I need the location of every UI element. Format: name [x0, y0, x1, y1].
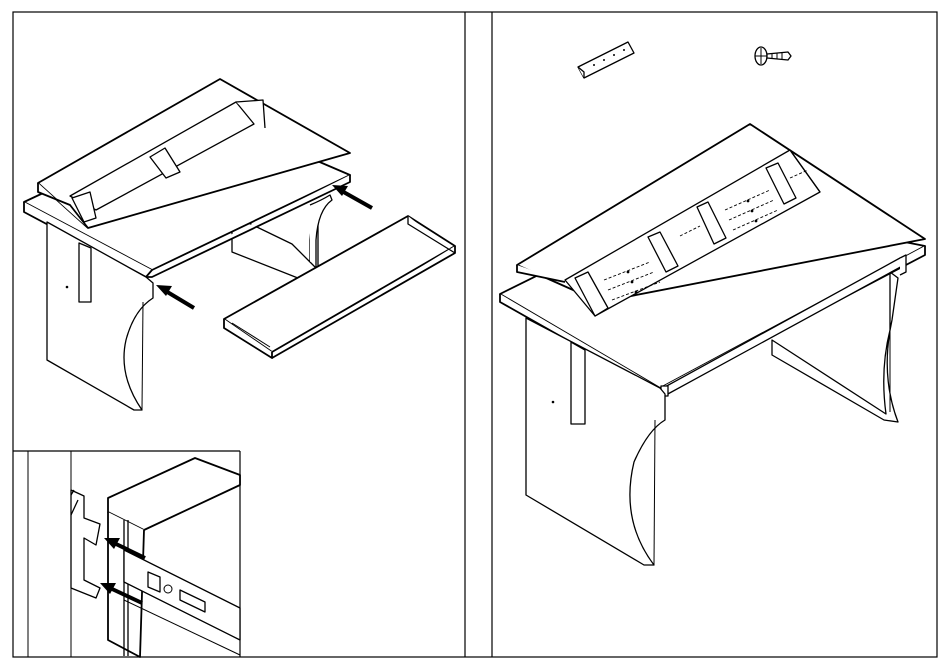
inner-support-panel: [571, 342, 585, 424]
drawer-installation-panel: [24, 79, 455, 410]
panel-frame: [13, 12, 937, 657]
slide-bracket-detail: [71, 490, 100, 598]
inner-support-panel: [79, 243, 91, 302]
insert-arrow-bottom: [156, 285, 194, 308]
screw-part: [755, 47, 791, 65]
slide-detail-inset: [71, 458, 240, 657]
angle-bracket-part: [578, 42, 634, 78]
shelf-bracket-panel: [500, 42, 925, 565]
insert-arrow-top: [332, 185, 372, 208]
